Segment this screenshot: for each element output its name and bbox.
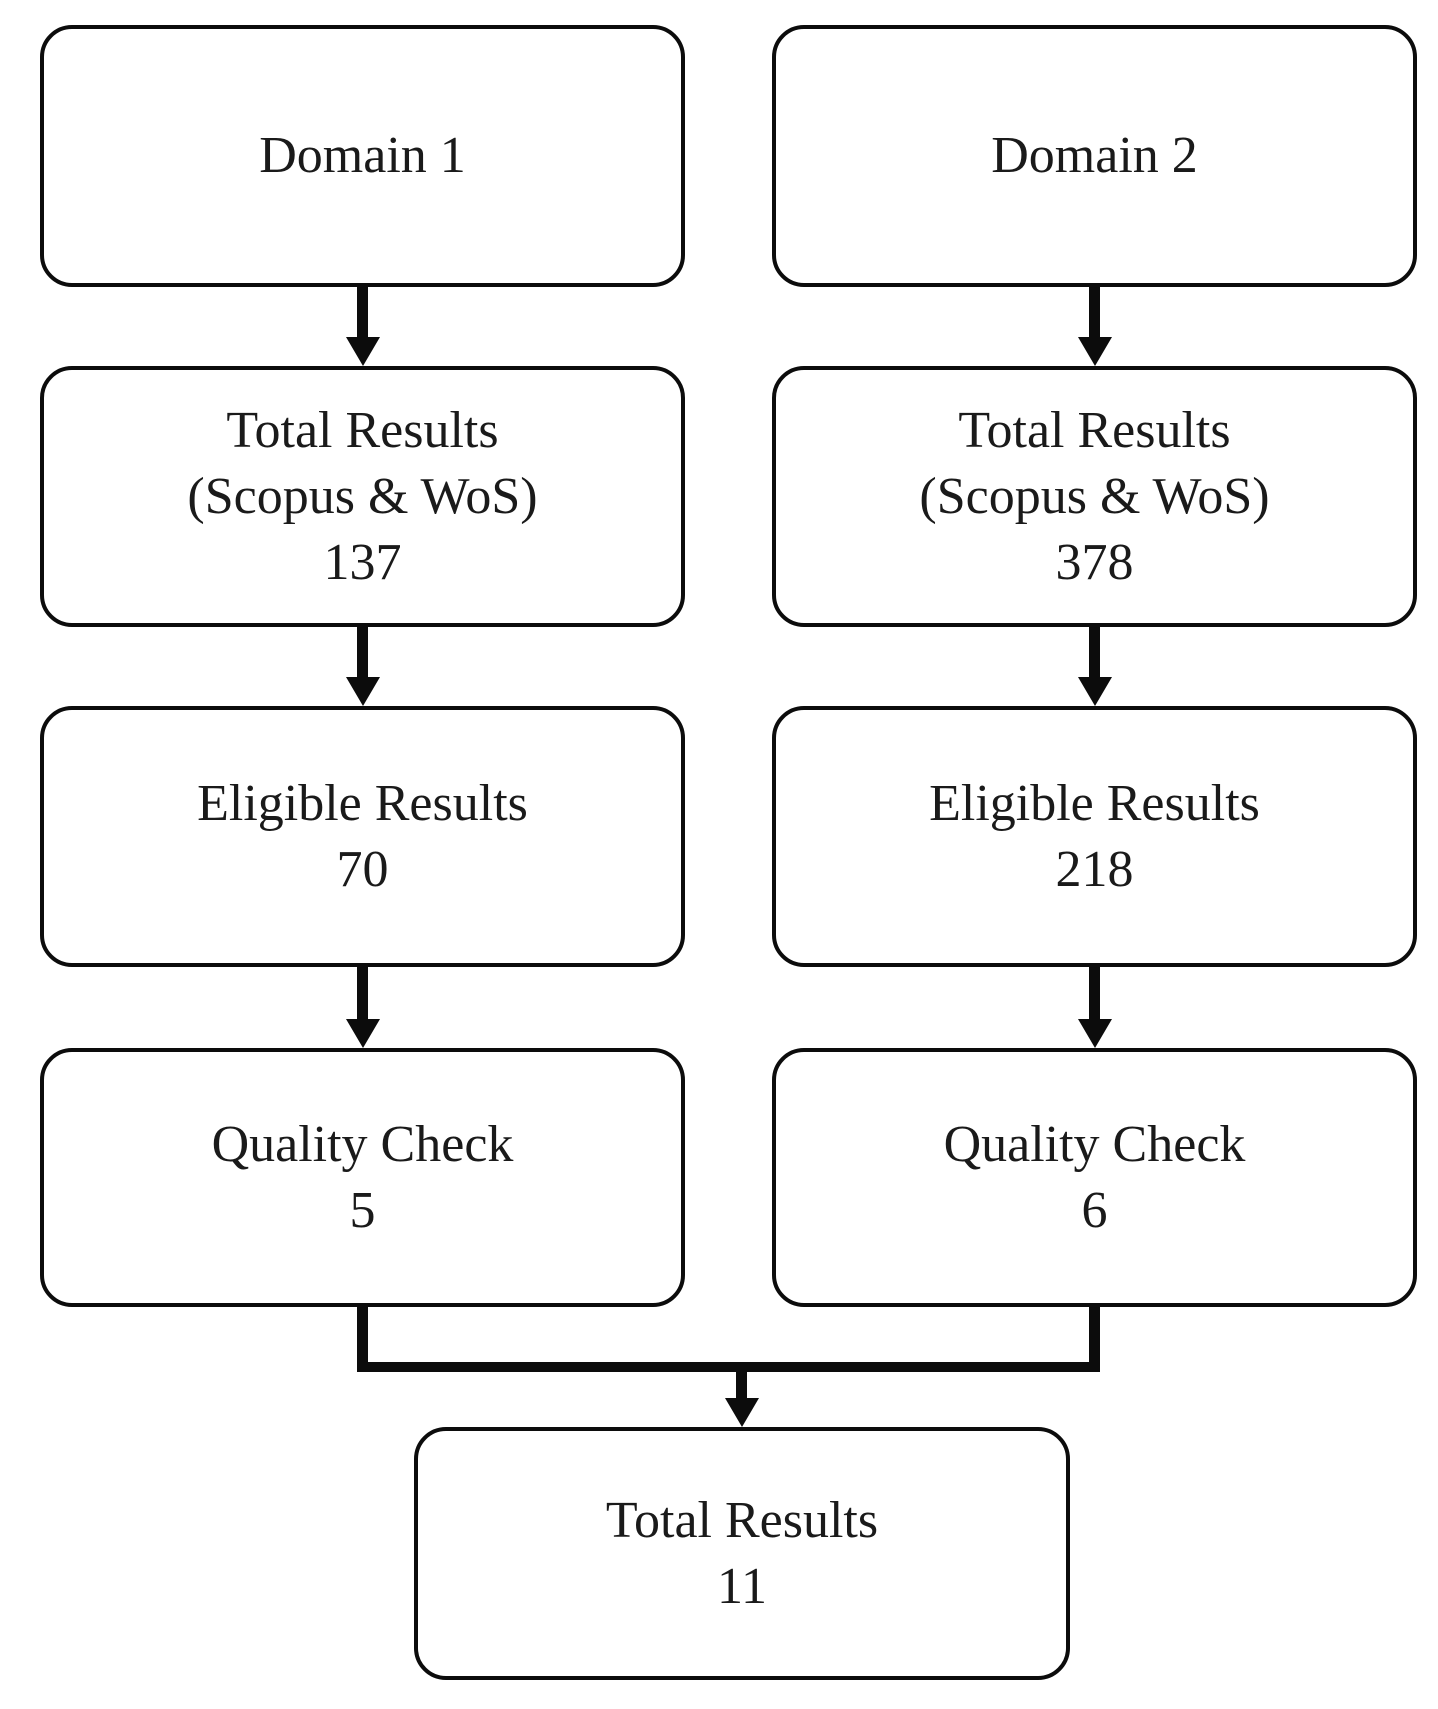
node-label: Eligible Results	[929, 774, 1260, 832]
node-label: Quality Check	[211, 1115, 514, 1173]
node-label: Total Results	[226, 401, 499, 459]
node-value: 11	[716, 1557, 768, 1615]
arrow-down-icon	[1078, 337, 1112, 366]
node-value: 5	[349, 1181, 376, 1239]
arrow-down-icon	[346, 337, 380, 366]
node-value: 378	[1055, 533, 1134, 591]
node-domain-1: Domain 1	[40, 25, 685, 287]
node-label: Eligible Results	[197, 774, 528, 832]
node-domain-2: Domain 2	[772, 25, 1417, 287]
node-total-results-domain-2: Total Results (Scopus & WoS) 378	[772, 366, 1417, 627]
node-value: 137	[323, 533, 402, 591]
arrow-stem	[1089, 967, 1100, 1019]
node-value: 6	[1081, 1181, 1108, 1239]
arrow-stem	[1089, 627, 1100, 677]
merge-drop-left	[357, 1307, 368, 1372]
node-sublabel: (Scopus & WoS)	[187, 467, 538, 525]
arrow-stem	[357, 967, 368, 1019]
node-label: Domain 1	[259, 127, 466, 184]
arrow-stem	[736, 1372, 747, 1398]
arrow-down-icon	[346, 1019, 380, 1048]
node-label: Quality Check	[943, 1115, 1246, 1173]
arrow-down-icon	[725, 1398, 759, 1427]
merge-bar	[357, 1362, 1100, 1372]
node-eligible-results-domain-1: Eligible Results 70	[40, 706, 685, 967]
arrow-down-icon	[1078, 1019, 1112, 1048]
arrow-stem	[357, 627, 368, 677]
arrow-down-icon	[346, 677, 380, 706]
node-quality-check-domain-1: Quality Check 5	[40, 1048, 685, 1307]
node-sublabel: (Scopus & WoS)	[919, 467, 1270, 525]
arrow-down-icon	[1078, 677, 1112, 706]
node-label: Domain 2	[991, 127, 1198, 184]
node-quality-check-domain-2: Quality Check 6	[772, 1048, 1417, 1307]
node-value: 70	[336, 840, 389, 898]
node-total-results-domain-1: Total Results (Scopus & WoS) 137	[40, 366, 685, 627]
arrow-stem	[357, 287, 368, 337]
arrow-stem	[1089, 287, 1100, 337]
node-value: 218	[1055, 840, 1134, 898]
node-eligible-results-domain-2: Eligible Results 218	[772, 706, 1417, 967]
merge-drop-right	[1089, 1307, 1100, 1372]
node-label: Total Results	[605, 1491, 879, 1549]
node-label: Total Results	[958, 401, 1231, 459]
node-total-results-final: Total Results 11	[414, 1427, 1070, 1680]
